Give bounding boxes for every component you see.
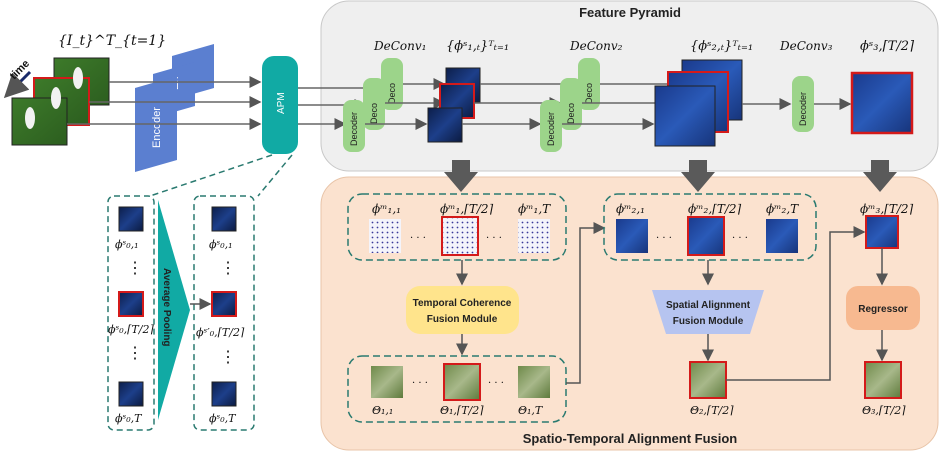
svg-text:Θ₁,₁: Θ₁,₁ <box>372 404 393 417</box>
svg-text:· · ·: · · · <box>732 233 748 244</box>
apm-label: APM <box>276 92 287 114</box>
svg-text:⋮: ⋮ <box>127 343 143 362</box>
input-frames <box>11 57 110 146</box>
svg-text:Θ₂,⌈T/2⌉: Θ₂,⌈T/2⌉ <box>690 404 734 417</box>
svg-text:· · ·: · · · <box>412 378 428 389</box>
phi1-label: {ϕˢ₁,ₜ}ᵀₜ₌₁ <box>446 39 509 54</box>
svg-text:ϕˢ′₀,⌈T/2⌉: ϕˢ′₀,⌈T/2⌉ <box>196 326 245 339</box>
svg-text:ϕˢ₀,⌈T/2⌉: ϕˢ₀,⌈T/2⌉ <box>108 323 154 336</box>
deconv3-label: DeConv₃ <box>779 39 833 53</box>
svg-text:· · ·: · · · <box>656 233 672 244</box>
svg-text:ϕˢ₀,₁: ϕˢ₀,₁ <box>209 238 233 251</box>
theta3-image <box>864 361 902 399</box>
apm-input-group <box>107 195 155 431</box>
svg-text:ϕᵐ₁,₁: ϕᵐ₁,₁ <box>372 202 401 216</box>
phi1m-group <box>347 193 567 261</box>
svg-text:ϕᵐ₁,T: ϕᵐ₁,T <box>518 202 551 216</box>
decoder-stage1: Deco Deco Decoder <box>343 58 403 152</box>
svg-text:Decoder: Decoder <box>546 112 556 146</box>
encoder-stack: En Encoder <box>135 44 214 172</box>
apm-output-group <box>193 195 255 431</box>
theta1-group <box>347 355 567 423</box>
phi2-label: {ϕˢ₂,ₜ}ᵀₜ₌₁ <box>690 39 753 54</box>
phi2-feature-stack <box>654 59 743 147</box>
average-pooling-wedge <box>158 200 190 420</box>
svg-text:Decoder: Decoder <box>798 92 808 126</box>
deconv2-label: DeConv₂ <box>569 39 623 53</box>
svg-text:Deco: Deco <box>566 103 576 124</box>
input-label: {I_t}^T_{t=1} <box>58 33 166 49</box>
svg-text:· · ·: · · · <box>486 233 502 244</box>
svg-text:ϕᵐ₂,₁: ϕᵐ₂,₁ <box>616 202 645 216</box>
svg-text:ϕˢ₀,₁: ϕˢ₀,₁ <box>115 238 139 251</box>
phi3-feature <box>850 71 914 135</box>
apm-block <box>262 56 298 154</box>
svg-text:Fusion Module: Fusion Module <box>673 316 744 327</box>
svg-text:Regressor: Regressor <box>858 304 908 315</box>
svg-text:Decoder: Decoder <box>349 112 359 146</box>
svg-text:Deco: Deco <box>584 83 594 104</box>
time-label: time <box>8 58 32 82</box>
phi3m-image <box>865 215 899 249</box>
svg-text:ϕᵐ₃,⌈T/2⌉: ϕᵐ₃,⌈T/2⌉ <box>860 202 914 216</box>
svg-text:· · ·: · · · <box>410 233 426 244</box>
deconv1-label: DeConv₁ <box>373 39 426 53</box>
safm-block <box>652 290 764 334</box>
theta2-image <box>689 361 727 399</box>
svg-text:ϕᵐ₂,T: ϕᵐ₂,T <box>766 202 799 216</box>
svg-text:ϕᵐ₂,⌈T/2⌉: ϕᵐ₂,⌈T/2⌉ <box>688 202 742 216</box>
svg-text:Deco: Deco <box>387 83 397 104</box>
phi3-label: ϕˢ₃,⌈T/2⌉ <box>860 39 915 54</box>
tcfm-block <box>406 286 519 334</box>
phi1-feature-stack <box>427 67 481 143</box>
decoder-stage2: Deco Deco Decoder <box>540 58 600 152</box>
svg-text:Θ₁,⌈T/2⌉: Θ₁,⌈T/2⌉ <box>440 404 484 417</box>
feature-pyramid-panel <box>320 0 939 172</box>
svg-text:Spatial Alignment: Spatial Alignment <box>666 300 751 311</box>
encoder-label: Encoder <box>151 107 163 148</box>
feature-pyramid-title: Feature Pyramid <box>579 5 681 20</box>
svg-text:Θ₁,T: Θ₁,T <box>518 404 544 417</box>
svg-text:Fusion Module: Fusion Module <box>427 314 498 325</box>
svg-text:· · ·: · · · <box>488 378 504 389</box>
svg-text:Deco: Deco <box>369 103 379 124</box>
svg-text:⋮: ⋮ <box>220 347 236 366</box>
decoder-stage3 <box>792 76 814 132</box>
svg-text:ϕˢ₀,T: ϕˢ₀,T <box>115 412 143 425</box>
regressor-block <box>846 286 920 330</box>
svg-text:Θ₃,⌈T/2⌉: Θ₃,⌈T/2⌉ <box>862 404 906 417</box>
staf-title: Spatio-Temporal Alignment Fusion <box>523 431 738 446</box>
phi2m-group <box>603 193 817 261</box>
svg-text:⋮: ⋮ <box>220 258 236 277</box>
average-pooling-label: Average Pooling <box>161 268 172 347</box>
svg-text:Temporal Coherence: Temporal Coherence <box>413 298 512 309</box>
svg-text:ϕˢ₀,T: ϕˢ₀,T <box>209 412 237 425</box>
svg-text:ϕᵐ₁,⌈T/2⌉: ϕᵐ₁,⌈T/2⌉ <box>440 202 494 216</box>
pyramid-to-fusion-arrows <box>444 160 897 192</box>
svg-text:⋮: ⋮ <box>127 258 143 277</box>
